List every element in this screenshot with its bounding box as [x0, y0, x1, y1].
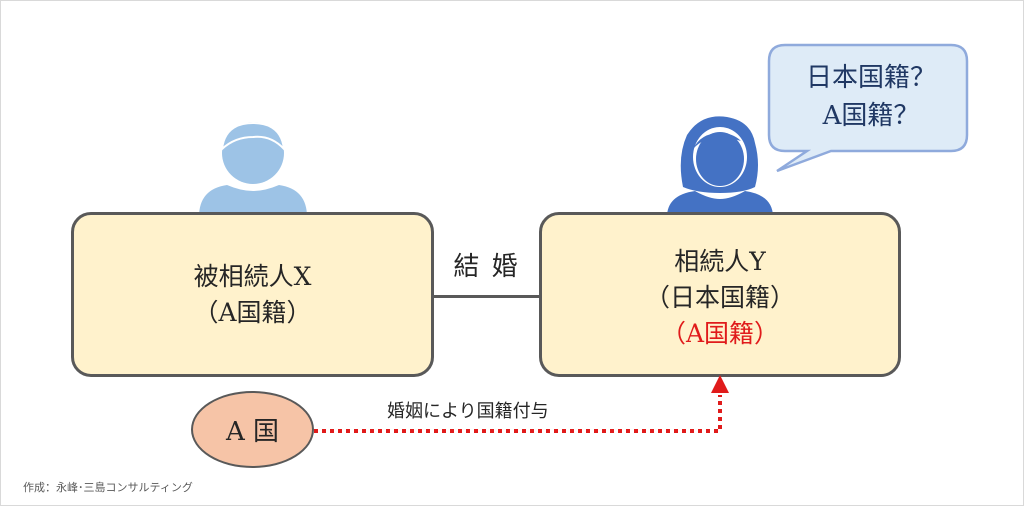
bubble-line-japanese: 日本国籍？ [805, 63, 936, 93]
naturalization-label: 婚姻により国籍付与 [387, 401, 549, 422]
decedent-name: 被相続人X [193, 261, 312, 291]
marriage-label: 結 婚 [453, 252, 520, 282]
arrow-head-icon [711, 375, 729, 393]
heir-acquired-nationality: （A国籍） [660, 318, 780, 348]
credit-text: 作成：永峰･三島コンサルティング [23, 481, 193, 494]
decedent-nationality: （A国籍） [193, 297, 312, 327]
heir-name: 相続人Y [674, 246, 766, 276]
heir-nationality: （日本国籍） [644, 282, 795, 312]
marriage-connector [434, 295, 539, 298]
speech-bubble-text: 日本国籍？ A国籍？ [783, 59, 959, 135]
country-a-label: A 国 [225, 417, 280, 447]
bubble-line-country-a: A国籍？ [822, 101, 920, 131]
decedent-box: 被相続人X （A国籍） [71, 212, 434, 377]
country-a-ellipse: A 国 [191, 391, 314, 468]
